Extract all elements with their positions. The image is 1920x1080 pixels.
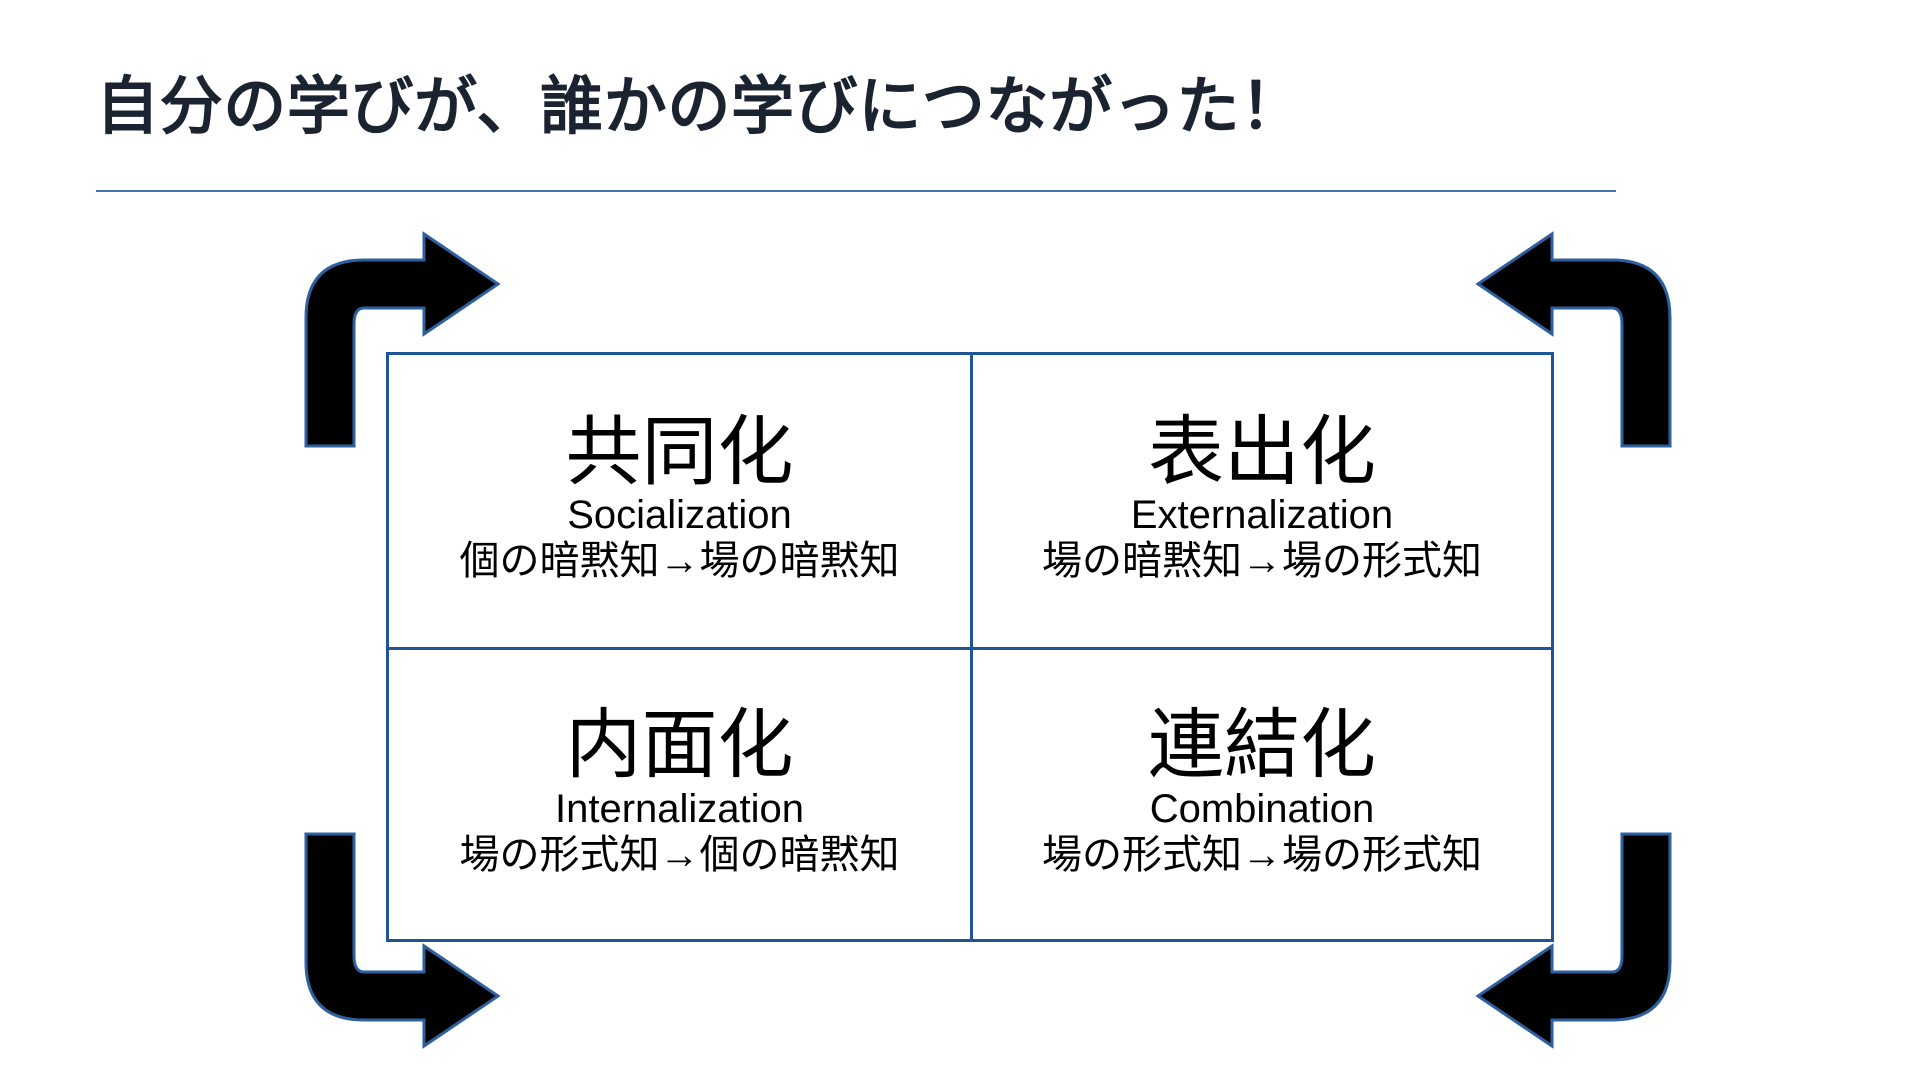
quadrant-combination[interactable]: 連結化 Combination 場の形式知→場の形式知: [970, 647, 1551, 939]
quadrant-jp-title: 表出化: [1148, 409, 1376, 495]
quadrant-externalization[interactable]: 表出化 Externalization 場の暗黙知→場の形式知: [970, 355, 1551, 647]
title-divider: [96, 190, 1616, 192]
arrow-top-right: [1468, 231, 1678, 448]
arrow-bottom-right: [1468, 832, 1678, 1049]
quadrant-socialization[interactable]: 共同化 Socialization 個の暗黙知→場の暗黙知: [389, 355, 970, 647]
arrow-top-left: [298, 231, 508, 448]
quadrant-jp-title: 連結化: [1148, 703, 1376, 789]
quadrant-flow: 場の暗黙知→場の形式知: [1042, 539, 1482, 584]
quadrant-en-title: Externalization: [1130, 493, 1394, 538]
quadrant-flow: 個の暗黙知→場の暗黙知: [459, 539, 900, 584]
quadrant-en-title: Combination: [1149, 786, 1375, 831]
quadrant-en-title: Socialization: [567, 493, 792, 538]
seci-matrix: 共同化 Socialization 個の暗黙知→場の暗黙知 表出化 Extern…: [386, 352, 1554, 942]
quadrant-flow: 場の形式知→個の暗黙知: [459, 832, 900, 877]
quadrant-jp-title: 内面化: [565, 703, 794, 789]
quadrant-jp-title: 共同化: [565, 409, 794, 495]
page-title: 自分の学びが、誰かの学びにつながった！: [96, 72, 1304, 142]
arrow-bottom-left: [298, 832, 508, 1049]
quadrant-flow: 場の形式知→場の形式知: [1042, 832, 1482, 877]
quadrant-en-title: Internalization: [554, 786, 805, 831]
quadrant-internalization[interactable]: 内面化 Internalization 場の形式知→個の暗黙知: [389, 647, 970, 939]
